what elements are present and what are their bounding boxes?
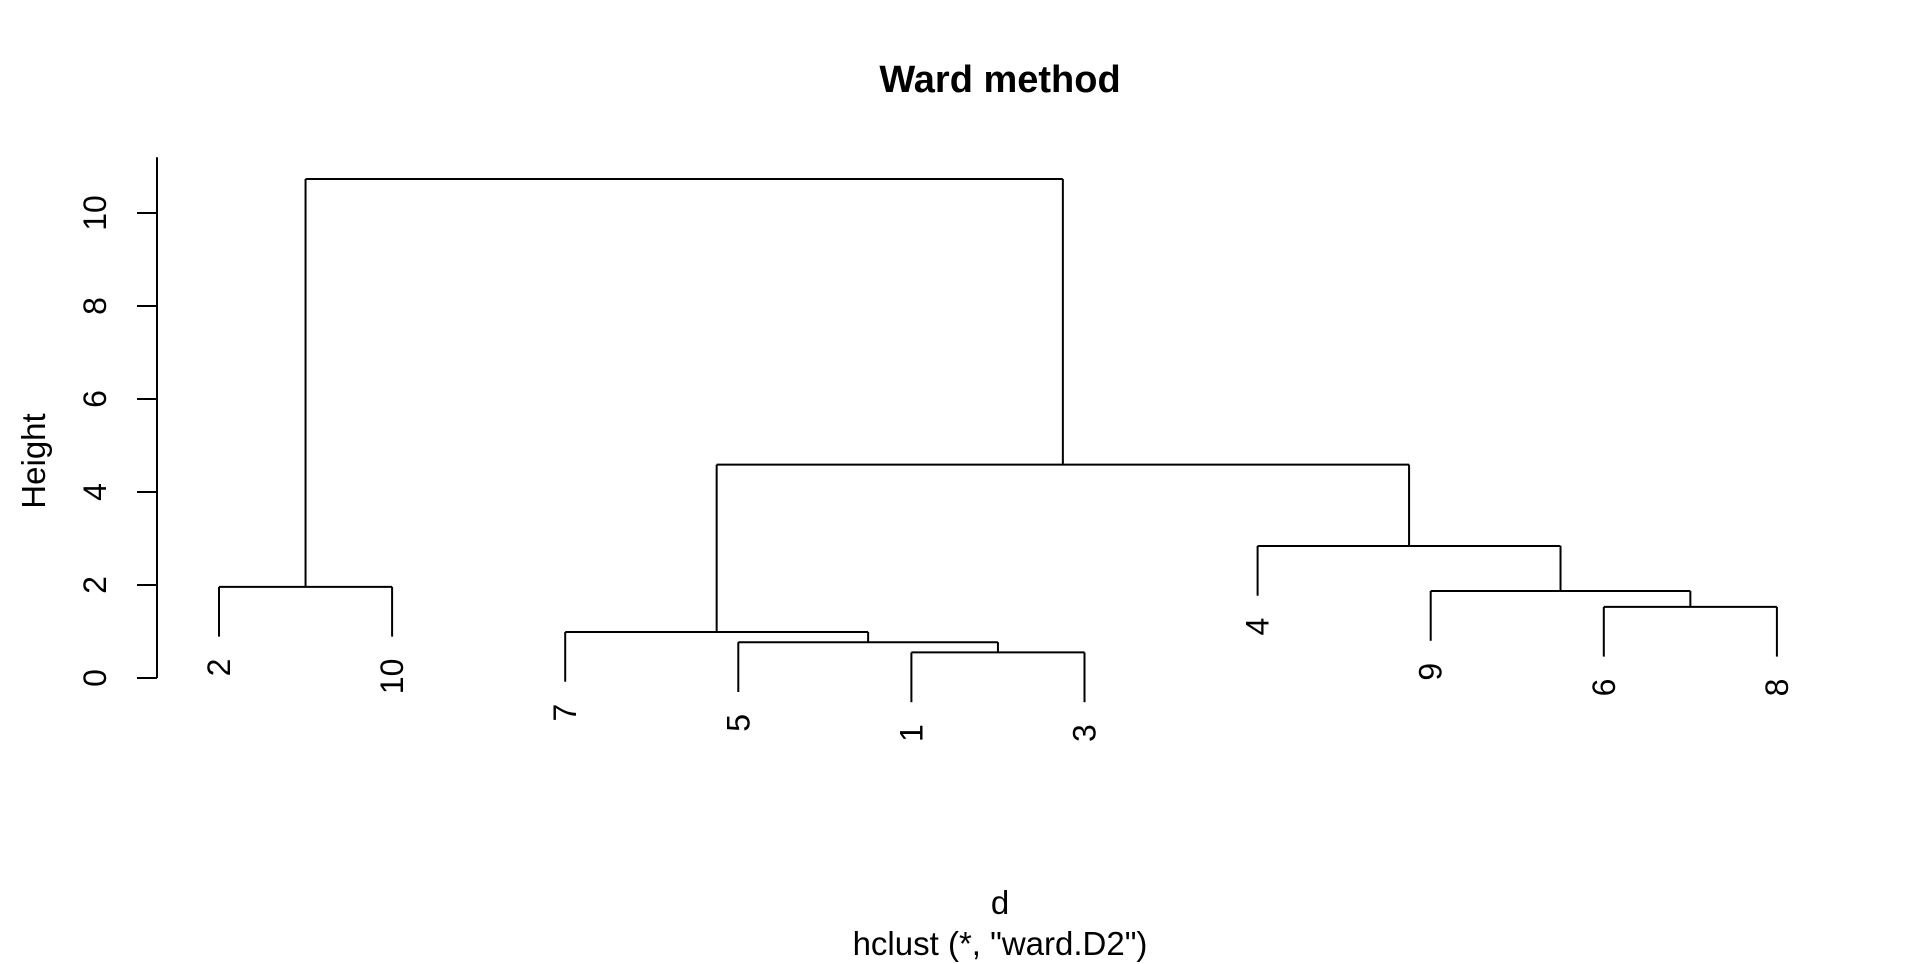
leaf-label-1: 1 xyxy=(893,724,929,742)
leaf-label-3: 3 xyxy=(1067,724,1103,742)
x-axis-sublabel-hclust: hclust (*, "ward.D2") xyxy=(852,925,1148,962)
leaf-label-5: 5 xyxy=(720,714,756,732)
y-tick-label-8: 8 xyxy=(77,297,113,315)
x-axis-caption: d hclust (*, "ward.D2") xyxy=(80,882,1920,964)
leaf-label-7: 7 xyxy=(547,704,583,722)
y-axis-label: Height xyxy=(15,413,52,509)
y-tick-label-4: 4 xyxy=(77,483,113,501)
leaf-label-6: 6 xyxy=(1586,679,1622,697)
leaf-label-2: 2 xyxy=(201,659,237,677)
y-tick-label-6: 6 xyxy=(77,390,113,408)
chart-title: Ward method xyxy=(879,59,1121,101)
leaf-label-9: 9 xyxy=(1413,663,1449,681)
x-axis-label-d: d xyxy=(990,884,1010,921)
y-tick-label-10: 10 xyxy=(77,195,113,231)
y-tick-label-2: 2 xyxy=(77,576,113,594)
y-tick-label-0: 0 xyxy=(77,669,113,687)
leaf-label-8: 8 xyxy=(1759,679,1795,697)
leaf-label-4: 4 xyxy=(1240,618,1276,636)
leaf-label-10: 10 xyxy=(374,659,410,695)
